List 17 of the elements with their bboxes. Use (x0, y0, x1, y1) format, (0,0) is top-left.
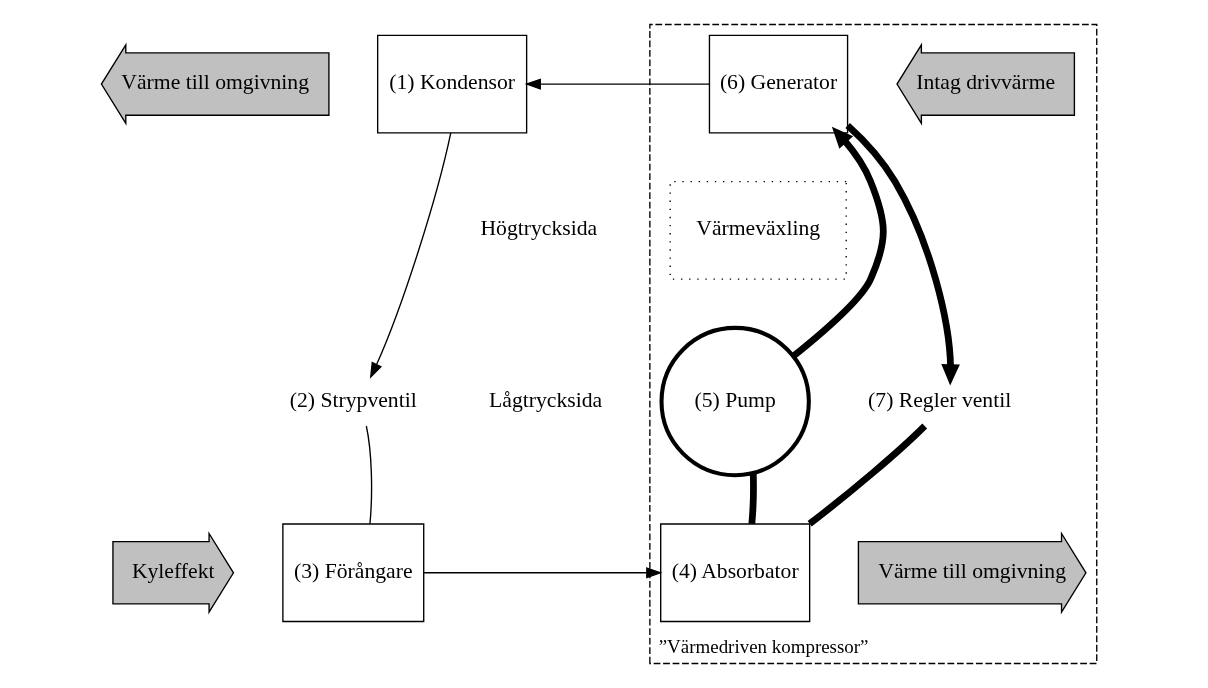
node-box: (6) Generator (708, 34, 848, 134)
arrow (422, 567, 662, 579)
node-box: Värmeväxling (669, 180, 847, 280)
connector (807, 423, 927, 527)
connector (365, 425, 372, 525)
arrow (790, 126, 887, 359)
node-box: (1) Kondensor (376, 34, 527, 134)
node-circle: (5) Pump (659, 325, 811, 478)
label: Lågtrycksida (488, 387, 602, 412)
node-box: (4) Absorbator (659, 523, 810, 623)
arrow (524, 78, 710, 90)
arrow (844, 122, 960, 386)
node-text: (2) Strypventil (289, 387, 417, 412)
arrow (369, 132, 451, 379)
node-text: (7) Regler ventil (867, 387, 1011, 412)
label: Högtrycksida (479, 216, 597, 241)
node-box: (3) Förångare (281, 523, 424, 623)
